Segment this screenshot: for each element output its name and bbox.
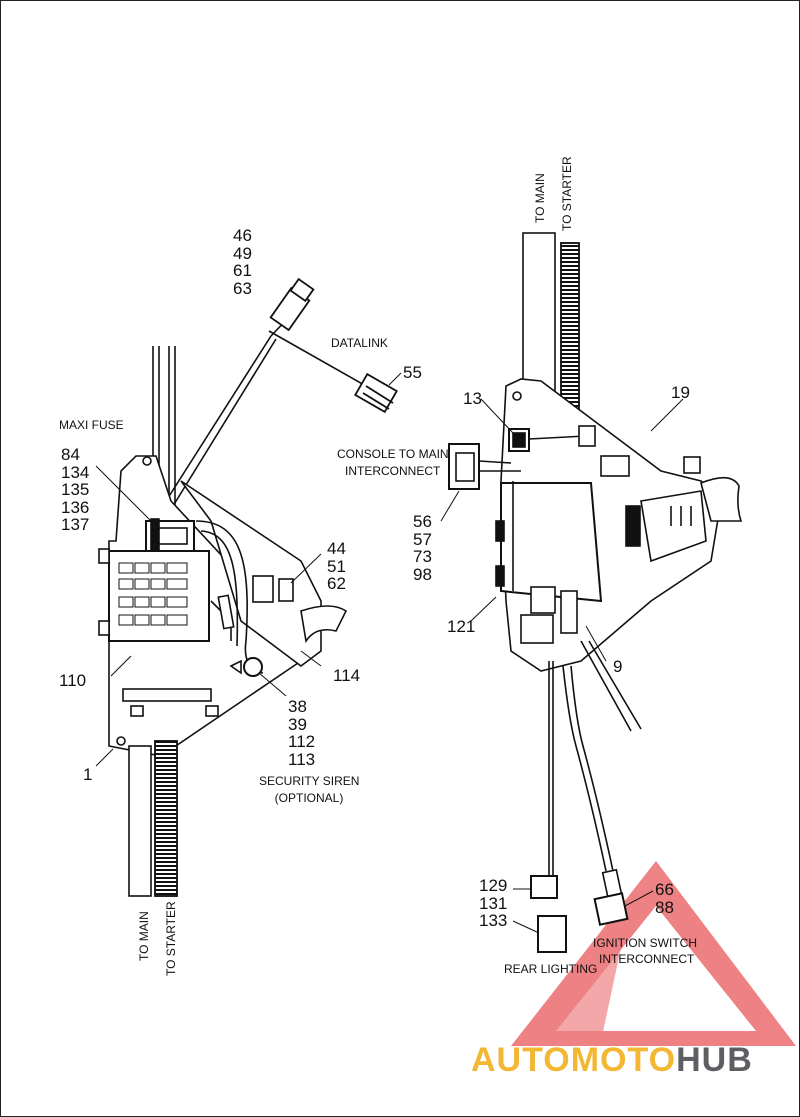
callout-137: 137	[61, 515, 90, 534]
watermark-moto: MOTO	[570, 1041, 677, 1079]
siren-callout-group: 38 39 112 113	[288, 698, 315, 768]
watermark-logo: AUTOMOTOHUB	[471, 1041, 753, 1080]
left-harness-assembly	[95, 277, 402, 897]
callout-46: 46	[233, 226, 252, 245]
callout-63: 63	[233, 278, 252, 298]
callout-13: 13	[463, 389, 482, 408]
callout-57: 57	[413, 529, 432, 549]
console-label-line1: CONSOLE TO MAIN	[337, 447, 449, 461]
console-label-line2: INTERCONNECT	[345, 464, 441, 478]
callout-39: 39	[288, 714, 307, 734]
callout-55: 55	[403, 363, 422, 382]
callout-112: 112	[288, 732, 316, 751]
ignition-callout-group: 66 88	[655, 881, 674, 916]
right-callout-group: 44 51 62	[327, 540, 346, 593]
security-siren-label: SECURITY SIREN	[259, 774, 360, 788]
left-to-main-label: TO MAIN	[137, 911, 151, 961]
callout-133: 133	[479, 911, 508, 930]
callout-121: 121	[447, 617, 476, 636]
callout-44: 44	[327, 539, 346, 558]
callout-61: 61	[233, 261, 252, 280]
callout-56: 56	[413, 512, 432, 531]
callout-129: 129	[479, 876, 508, 895]
maxi-fuse-label: MAXI FUSE	[59, 418, 124, 432]
datalink-label: DATALINK	[331, 336, 388, 350]
callout-98: 98	[413, 564, 432, 584]
callout-38: 38	[288, 697, 307, 716]
callout-49: 49	[233, 243, 252, 263]
callout-110: 110	[59, 671, 87, 690]
callout-62: 62	[327, 574, 346, 593]
right-harness-assembly	[440, 232, 743, 953]
right-to-main-label: TO MAIN	[533, 173, 547, 223]
watermark-auto: AUTO	[471, 1041, 571, 1079]
callout-114: 114	[333, 666, 361, 685]
callout-51: 51	[327, 556, 346, 576]
interconnect-callout-group: 56 57 73 98	[413, 513, 432, 583]
rear-callout-group: 129 131 133	[479, 877, 507, 930]
optional-label: (OPTIONAL)	[274, 791, 344, 805]
connector-callout-group-top: 46 49 61 63	[233, 227, 252, 297]
callout-73: 73	[413, 547, 432, 566]
rear-lighting-label: REAR LIGHTING	[504, 962, 598, 976]
fuse-callout-group: 84 134 135 136 137	[61, 446, 89, 534]
callout-136: 136	[61, 497, 90, 517]
callout-131: 131	[479, 893, 508, 913]
watermark-triangle	[511, 861, 796, 1046]
callout-134: 134	[61, 462, 90, 482]
callout-88: 88	[655, 897, 674, 917]
callout-1: 1	[83, 765, 93, 784]
ignition-label-line1: IGNITION SWITCH	[593, 936, 697, 950]
watermark-hub: HUB	[676, 1041, 753, 1079]
ignition-label-line2: INTERCONNECT	[599, 952, 695, 966]
callout-135: 135	[61, 480, 90, 499]
callout-84: 84	[61, 445, 80, 464]
callout-9: 9	[613, 657, 623, 676]
callout-19: 19	[671, 383, 690, 402]
right-to-starter-label: TO STARTER	[560, 156, 574, 231]
callout-113: 113	[288, 749, 316, 769]
left-to-starter-label: TO STARTER	[164, 901, 178, 976]
callout-66: 66	[655, 880, 674, 899]
